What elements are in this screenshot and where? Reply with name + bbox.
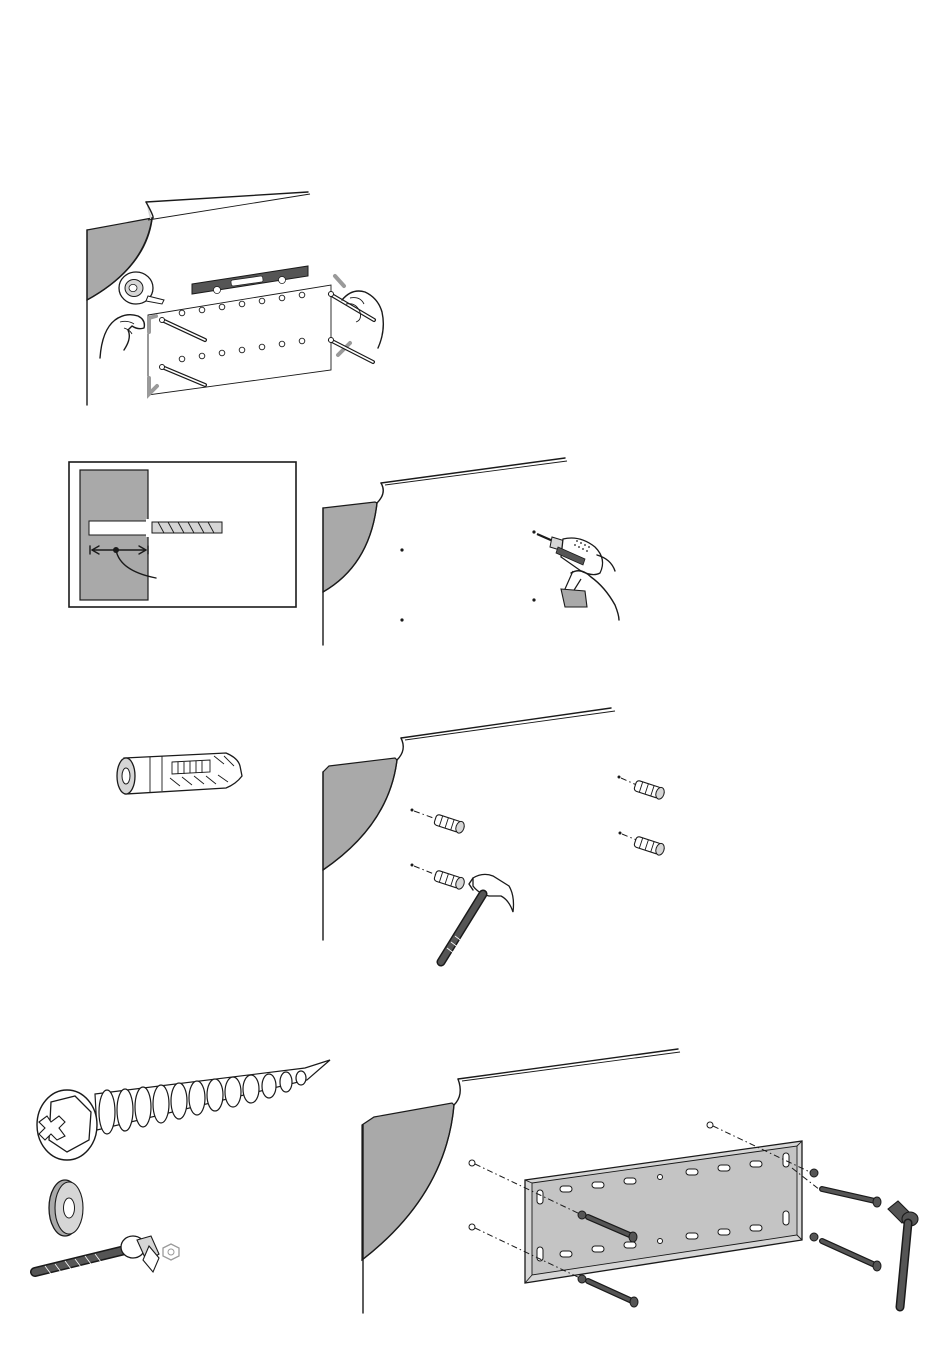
anchor-inserted	[411, 776, 666, 891]
pilot-hole-mark	[400, 530, 535, 621]
power-drill-icon	[537, 534, 619, 620]
hex-nut-icon	[163, 1244, 179, 1260]
ratchet-wrench-icon	[888, 1201, 918, 1307]
step-2-drill-holes	[315, 455, 625, 645]
spirit-level-icon	[192, 266, 308, 294]
wall-corner-icon	[323, 458, 567, 645]
drill-bit-icon	[152, 522, 222, 533]
wall-plate-icon	[525, 1141, 802, 1283]
lag-screw-icon	[37, 1060, 330, 1160]
step-3-insert-anchors	[315, 700, 675, 980]
drill-depth-detail-icon	[80, 470, 156, 600]
washer-icon	[49, 1180, 83, 1236]
tape-roll-icon	[119, 272, 164, 304]
ratchet-wrench-icon	[35, 1236, 159, 1274]
anchor-detail	[110, 748, 250, 808]
wall-plate-template-icon	[148, 276, 350, 395]
wall-corner-icon	[323, 708, 615, 940]
step-1-mark-holes	[60, 180, 480, 410]
hammer-icon	[441, 874, 514, 962]
pencil-icon	[160, 292, 375, 386]
hand-icon	[100, 315, 144, 358]
hand-icon	[342, 291, 383, 348]
wall-corner-icon	[87, 192, 310, 405]
wall-anchor-icon	[117, 753, 242, 794]
hardware-detail	[25, 1040, 340, 1290]
step-4-fasten-plate	[360, 1045, 940, 1325]
step-2-drill-detail-inset	[68, 461, 298, 609]
